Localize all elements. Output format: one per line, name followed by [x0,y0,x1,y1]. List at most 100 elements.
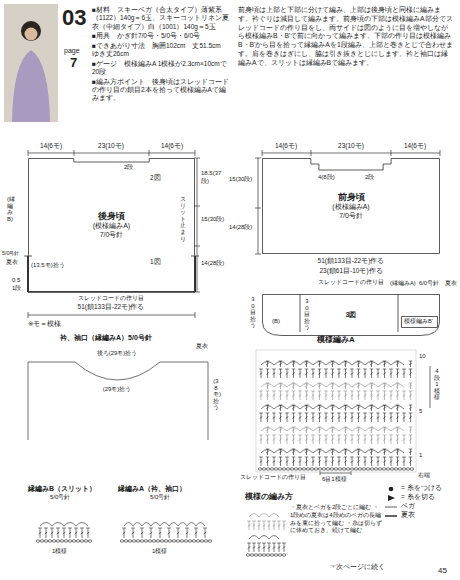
double-crochet [324,457,328,466]
node-text: 前身頃 [338,192,365,203]
chain-loop [169,523,178,527]
double-crochet [247,521,251,530]
chain-stitch [322,468,325,471]
double-crochet [272,457,276,466]
chain-stitch [184,540,187,543]
chain-stitch [140,540,143,543]
page-ref: 7 [70,55,77,72]
attach-yarn-mark [389,486,394,491]
chain-stitch [270,554,273,557]
double-crochet [409,391,413,400]
dimension: 23(鎖61目-10モ)作る [319,267,382,275]
chain-stitch [172,540,175,543]
double-crochet [266,369,270,378]
double-crochet [74,528,78,538]
double-crochet [266,391,270,400]
chain-loop [178,523,187,527]
double-crochet [298,435,302,444]
chain-stitch [338,468,341,471]
double-crochet [298,391,302,400]
double-crochet [252,543,256,552]
double-crochet [409,383,413,389]
double-crochet [402,369,406,378]
chain-stitch [326,468,329,471]
double-crochet [285,369,289,378]
materials-note: ■材料 スキーベガ（合太タイプ）薄紫系（1122）140g＝6玉、スキーコットリ… [92,6,232,31]
double-crochet [277,543,281,552]
double-crochet [305,361,309,367]
chain-stitch [342,468,345,471]
photo-figure-face [25,28,38,41]
figure-ref: 1図 [150,258,161,266]
pickup-note: 30目拾う [250,296,256,329]
double-crochet [56,528,60,538]
double-crochet [203,528,207,538]
double-crochet [331,449,335,455]
double-crochet [344,449,348,455]
double-crochet [305,413,309,422]
double-crochet [357,457,361,466]
chain-stitch [278,468,281,471]
double-crochet [272,413,276,422]
chain-stitch [40,540,43,543]
dimension: 51(鎖133目-22モ)作る [318,257,385,265]
chain-stitch [410,468,413,471]
chain-stitch [298,468,301,471]
double-crochet [262,543,266,552]
double-crochet [252,521,256,530]
legend-text: = 糸を切る [401,493,435,502]
double-crochet [409,457,413,466]
double-crochet [62,528,66,538]
legend: = 糸をつける= 糸を切るベガ夏衣 [384,484,442,520]
part-name: (B) [272,318,280,326]
chain-stitch [330,468,333,471]
pattern-box: 模様編みB' [401,316,438,328]
chain-loop [142,523,151,527]
chain-stitch [250,554,253,557]
double-crochet [357,369,361,378]
collar-outline [28,362,208,440]
chain-stitch [72,540,75,543]
double-crochet [266,383,270,389]
double-crochet [267,543,271,552]
double-crochet [318,361,322,367]
chain-stitch [196,540,199,543]
chain-loop [249,536,259,540]
double-crochet [80,528,84,538]
chain-stitch [374,468,377,471]
piece-outline-path [29,159,195,292]
repeat-note: 4段1模様 [434,368,440,401]
double-crochet [396,435,400,444]
double-crochet [370,427,374,433]
chain-stitch [254,554,257,557]
chain-stitch [274,468,277,471]
double-crochet [344,427,348,433]
chain-stitch [180,540,183,543]
chain-stitch [176,540,179,543]
double-crochet [194,528,198,538]
chain-loop [259,514,269,518]
double-crochet [318,369,322,378]
double-crochet [363,457,367,466]
double-crochet [38,528,42,538]
chain-stitch [346,468,349,471]
figure-ref: 2図 [150,174,161,182]
double-crochet [376,391,380,400]
chain-loop [151,523,160,527]
double-crochet [259,391,263,400]
chain-stitch [168,540,171,543]
double-crochet [259,413,263,422]
double-crochet [331,413,335,422]
double-crochet [357,427,361,433]
double-crochet [318,449,322,455]
double-crochet [68,528,72,538]
chain-loop [269,536,279,540]
chain-stitch [318,468,321,471]
double-crochet [279,361,283,367]
piece-outline-path [402,317,438,328]
double-crochet [131,528,135,538]
double-crochet [311,369,315,378]
double-crochet [176,528,180,538]
chain-stitch [402,468,405,471]
legend-sample [384,494,398,502]
